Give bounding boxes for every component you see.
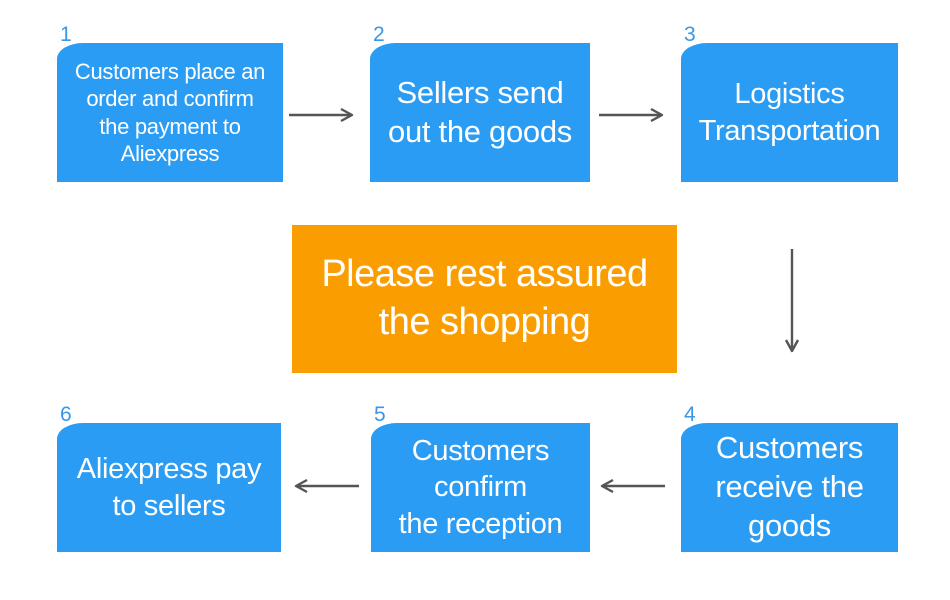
step-box-2: 2 Sellers send out the goods [370, 24, 590, 182]
arrow-left-icon [600, 478, 665, 494]
step-label-6: Aliexpress pay to sellers [76, 453, 262, 522]
step-label-4: Customers receive the goods [715, 430, 864, 543]
step-label-5: Customers confirm the reception [398, 435, 563, 540]
step-label-2: Sellers send out the goods [388, 74, 572, 149]
arrow-right-icon [599, 107, 664, 123]
arrow-down-icon [784, 249, 800, 353]
step-number-1: 1 [60, 23, 72, 46]
arrow-right-icon [289, 107, 354, 123]
step-box-3: 3 Logistics Transportation [681, 24, 898, 182]
step-label-3: Logistics Transportation [698, 78, 881, 147]
step-box-5: 5 Customers confirm the reception [371, 404, 590, 552]
step-number-5: 5 [374, 403, 386, 426]
step-box-1: 1 Customers place an order and confirm t… [57, 24, 283, 182]
banner-label: Please rest assured the shopping [321, 253, 648, 343]
step-number-3: 3 [684, 23, 696, 46]
step-number-4: 4 [684, 403, 696, 426]
arrow-left-icon [294, 478, 359, 494]
banner-box: Please rest assured the shopping [292, 225, 677, 373]
step-number-6: 6 [60, 403, 72, 426]
step-box-6: 6 Aliexpress pay to sellers [57, 404, 281, 552]
step-box-4: 4 Customers receive the goods [681, 404, 898, 552]
step-label-1: Customers place an order and confirm the… [74, 58, 266, 167]
step-number-2: 2 [373, 23, 385, 46]
